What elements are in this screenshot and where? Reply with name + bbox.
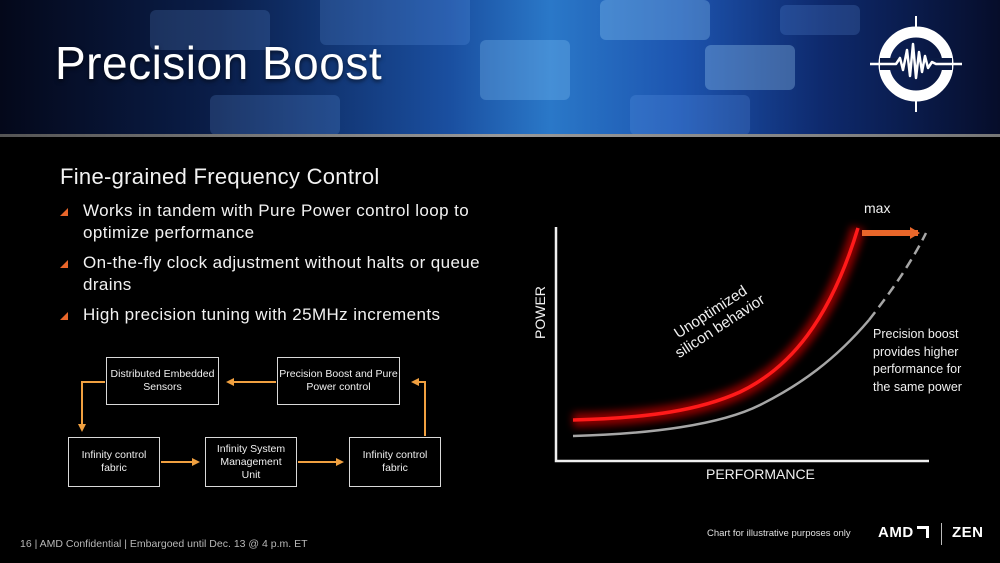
page-title: Precision Boost <box>55 37 383 89</box>
y-axis-label: POWER <box>532 286 548 339</box>
bullet-item: High precision tuning with 25MHz increme… <box>60 304 510 326</box>
banner-decoration <box>320 0 470 45</box>
max-annotation: max <box>864 200 891 216</box>
bullet-list: Works in tandem with Pure Power control … <box>60 200 510 334</box>
box-distributed-sensors: Distributed Embedded Sensors <box>106 357 219 405</box>
banner-decoration <box>780 5 860 35</box>
banner-decoration <box>705 45 795 90</box>
zen-logo: ZEN <box>952 524 984 541</box>
unoptimized-silicon-curve <box>572 227 860 422</box>
amd-logo: AMD <box>878 524 929 541</box>
triangle-bullet-icon <box>60 260 68 268</box>
box-infinity-fabric-left: Infinity control fabric <box>68 437 160 487</box>
box-precision-boost-control: Precision Boost and Pure Power control <box>277 357 400 405</box>
precision-boost-note: Precision boost provides higher performa… <box>873 327 962 394</box>
triangle-bullet-icon <box>60 208 68 216</box>
footer-text: 16 | AMD Confidential | Embargoed until … <box>20 538 308 550</box>
banner-divider <box>0 134 1000 137</box>
box-infinity-fabric-right: Infinity control fabric <box>349 437 441 487</box>
brand-divider <box>941 523 942 545</box>
banner-decoration <box>600 0 710 40</box>
precision-boost-curve <box>572 319 870 438</box>
banner-decoration <box>480 40 570 100</box>
chart-disclaimer: Chart for illustrative purposes only <box>707 528 851 539</box>
bullet-item: Works in tandem with Pure Power control … <box>60 200 510 244</box>
bullet-item: On-the-fly clock adjustment without halt… <box>60 252 510 296</box>
triangle-bullet-icon <box>60 312 68 320</box>
banner-decoration <box>210 95 340 135</box>
banner-decoration <box>630 95 750 135</box>
chart-axes <box>554 227 929 463</box>
banner-decoration <box>150 10 270 50</box>
precision-boost-curve-dashed <box>868 232 928 321</box>
subheading: Fine-grained Frequency Control <box>60 164 380 189</box>
box-system-management-unit: Infinity System Management Unit <box>205 437 297 487</box>
amd-arrow-icon <box>916 526 929 538</box>
title-banner: Precision Boost <box>0 0 1000 135</box>
x-axis-label: PERFORMANCE <box>706 466 815 482</box>
waveform-crosshair-icon <box>870 16 962 112</box>
